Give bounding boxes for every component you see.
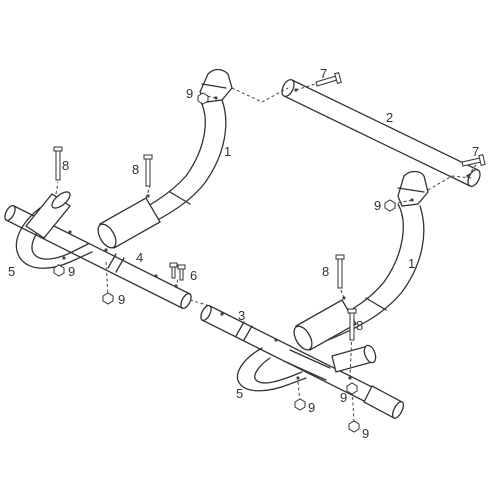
bolt-8-c	[335, 254, 345, 289]
nut-9-a	[197, 92, 209, 105]
label-part-7-right: 7	[472, 144, 479, 159]
label-part-3: 3	[238, 308, 245, 323]
bolt-7-left	[315, 72, 342, 87]
label-part-9-e: 9	[308, 400, 315, 415]
nut-9-b	[384, 199, 396, 212]
label-part-9-a: 9	[186, 86, 193, 101]
label-part-8-c: 8	[322, 264, 329, 279]
label-part-5-left: 5	[8, 264, 15, 279]
label-part-8-b: 8	[132, 162, 139, 177]
label-part-9-b: 9	[374, 198, 381, 213]
cross-bar-part-2	[281, 78, 481, 188]
curved-bar-upper-part-1	[97, 68, 233, 249]
label-part-7-left: 7	[320, 66, 327, 81]
label-part-1-upper: 1	[224, 144, 231, 159]
bolt-6	[169, 262, 186, 281]
assembly-guide-lines	[55, 77, 479, 423]
label-part-2: 2	[386, 110, 393, 125]
nut-9-g	[348, 420, 360, 433]
label-part-9-g: 9	[362, 426, 369, 441]
label-part-9-d: 9	[118, 292, 125, 307]
straight-bar-part-4	[4, 204, 192, 310]
label-part-8-a: 8	[62, 158, 69, 173]
label-part-1-lower: 1	[408, 256, 415, 271]
bolt-8-b	[143, 154, 153, 187]
label-part-9-f: 9	[340, 390, 347, 405]
label-part-4: 4	[136, 250, 143, 265]
nut-9-f	[346, 382, 358, 395]
label-part-5-right: 5	[236, 386, 243, 401]
label-part-8-d: 8	[356, 318, 363, 333]
nut-9-c	[53, 264, 65, 277]
label-part-6: 6	[190, 268, 197, 283]
u-handle-right-part-5	[236, 344, 377, 392]
bolt-8-d	[347, 308, 357, 341]
label-part-9-c: 9	[68, 264, 75, 279]
nut-9-d	[102, 292, 114, 305]
nut-9-e	[294, 398, 306, 411]
bolt-8-a	[53, 146, 63, 181]
bolt-7-right	[461, 154, 486, 167]
